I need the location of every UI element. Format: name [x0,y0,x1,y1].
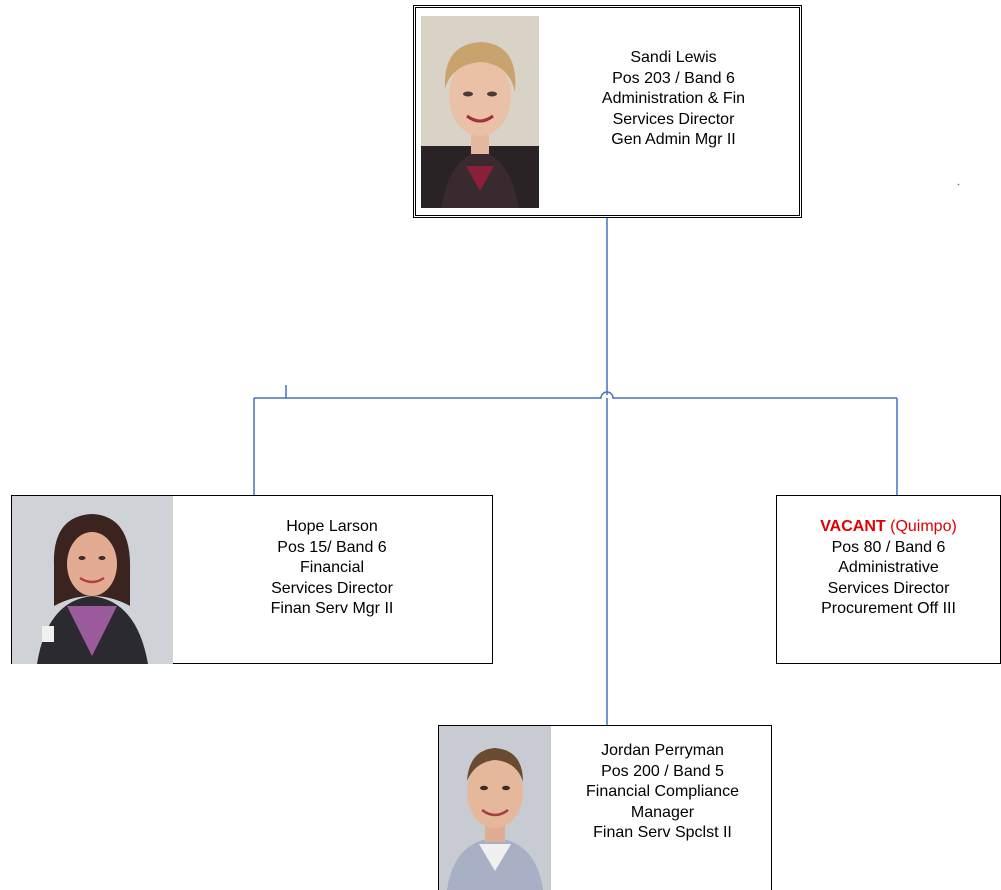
administrative-position: Pos 80 / Band 6 [831,538,946,556]
administrative-classification: Procurement Off III [821,600,956,617]
director-photo [421,16,539,208]
org-node-director: Sandi Lewis Pos 203 / Band 6 Administrat… [413,5,802,218]
compliance-text: Jordan Perryman Pos 200 / Band 5 Financi… [554,741,771,844]
director-text: Sandi Lewis Pos 203 / Band 6 Administrat… [556,48,791,151]
financial-title-line1: Financial [299,559,365,576]
director-name: Sandi Lewis [630,49,717,66]
connector-horizontal-bus [254,391,897,399]
administrative-title-line1: Administrative [838,559,939,576]
director-classification: Gen Admin Mgr II [611,131,736,148]
director-title-line2: Services Director [612,110,735,128]
financial-position: Pos 15/ Band 6 [277,538,387,556]
financial-classification: Finan Serv Mgr II [270,600,394,617]
financial-name: Hope Larson [286,518,378,535]
org-node-compliance: Jordan Perryman Pos 200 / Band 5 Financi… [438,725,772,890]
vacant-note: (Quimpo) [890,518,957,535]
compliance-title-line2: Manager [630,803,695,821]
administrative-text: VACANT (Quimpo) Pos 80 / Band 6 Administ… [777,517,1000,620]
compliance-classification: Finan Serv Spclst II [593,824,732,841]
compliance-title-line1: Financial Compliance [586,783,739,800]
financial-title-line2: Services Director [271,579,393,597]
compliance-position: Pos 200 / Band 5 [601,762,724,780]
org-node-financial: Hope Larson Pos 15/ Band 6 Financial Ser… [11,495,493,664]
financial-photo [12,496,173,664]
org-node-administrative: VACANT (Quimpo) Pos 80 / Band 6 Administ… [776,495,1001,664]
financial-text: Hope Larson Pos 15/ Band 6 Financial Ser… [182,517,482,620]
administrative-title-line2: Services Director [827,579,950,597]
director-position: Pos 203 / Band 6 [612,69,735,87]
administrative-vacant-line: VACANT (Quimpo) [777,517,1000,538]
director-title-line1: Administration & Fin [601,90,746,107]
connector-stray-dot [957,183,960,186]
vacant-label: VACANT [820,518,886,535]
compliance-photo [439,726,551,890]
compliance-name: Jordan Perryman [601,742,724,759]
